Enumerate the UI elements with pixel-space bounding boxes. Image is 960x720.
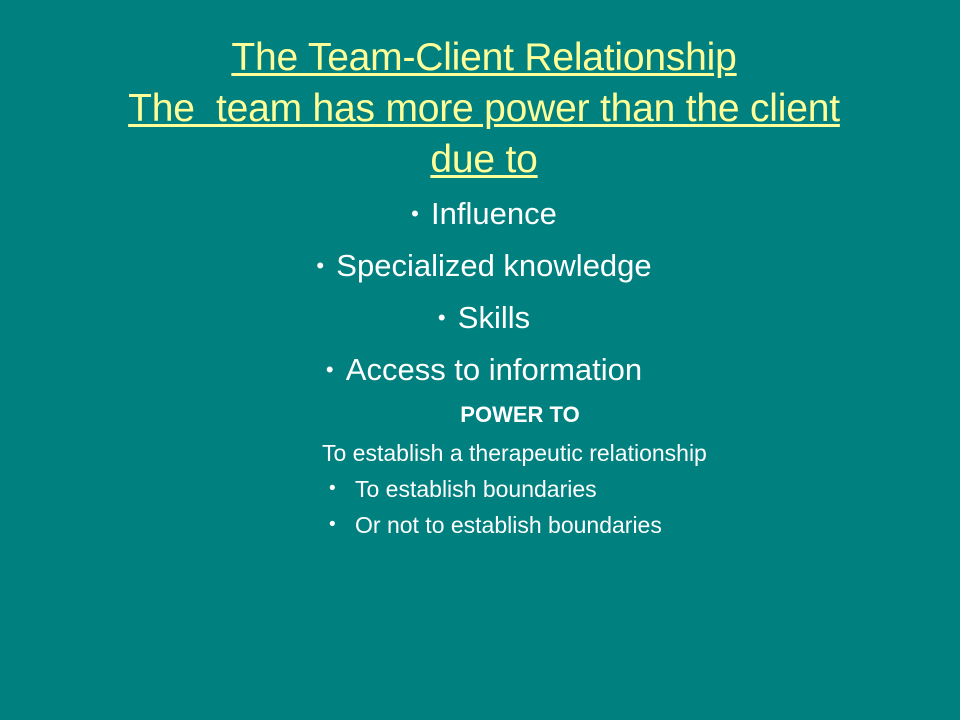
bullet-icon: • (329, 478, 336, 499)
power-list-item-label: To establish a therapeutic relationship (322, 440, 707, 466)
slide-title: The Team-Client Relationship The team ha… (40, 32, 928, 185)
power-list-item-label: To establish boundaries (355, 476, 597, 502)
main-bullet-list: • Influence • Specialized knowledge • Sk… (40, 188, 928, 396)
power-list-item: • To establish boundaries (320, 474, 720, 504)
title-line-3: due to (40, 134, 928, 185)
power-to-section: POWER TO To establish a therapeutic rela… (320, 400, 720, 540)
power-list-item: • Or not to establish boundaries (320, 510, 720, 540)
list-item: • Skills (40, 292, 928, 344)
list-item-label: Skills (457, 300, 531, 335)
title-line-1-text: The Team-Client Relationship (231, 36, 737, 79)
title-line-2: The team has more power than the client (40, 83, 928, 134)
list-item-label: Specialized knowledge (336, 248, 652, 283)
list-item: • Specialized knowledge (40, 240, 928, 292)
bullet-icon: • (437, 305, 458, 330)
power-list-item: To establish a therapeutic relationship (320, 438, 720, 468)
bullet-icon: • (325, 357, 346, 382)
list-item-label: Access to information (345, 352, 643, 387)
list-item-label: Influence (431, 196, 557, 231)
bullet-icon: • (316, 253, 337, 278)
list-item: • Influence (40, 188, 928, 240)
title-line-3-text: due to (430, 138, 538, 181)
power-to-heading: POWER TO (460, 402, 580, 427)
title-line-1: The Team-Client Relationship (40, 32, 928, 83)
bullet-icon: • (411, 201, 432, 226)
bullet-icon: • (329, 514, 336, 535)
title-line-2-text: The team has more power than the client (128, 87, 840, 130)
power-list-item-label: Or not to establish boundaries (355, 512, 662, 538)
list-item: • Access to information (40, 344, 928, 396)
